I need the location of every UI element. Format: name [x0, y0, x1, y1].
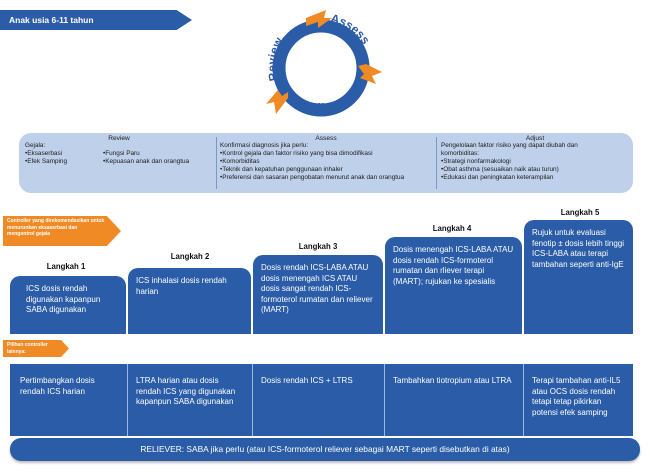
- alt-option-3: Dosis rendah ICS + LTRS: [261, 376, 353, 385]
- assess-item: Preferensi dan sasaran pengobatan menuru…: [220, 174, 432, 182]
- alt-option-2: LTRA harian atau dosis rendah ICS yang d…: [136, 376, 236, 406]
- divider: [436, 137, 437, 189]
- assess-item: Komorbiditas: [220, 158, 432, 166]
- review-assess-adjust-panel: Review Gejala: Eksaserbasi Efek Samping …: [19, 133, 633, 193]
- review-item: Efek Samping: [25, 158, 103, 166]
- review-section: Review Gejala: Eksaserbasi Efek Samping …: [25, 133, 213, 193]
- cycle-adjust-label: Adjust: [305, 101, 342, 115]
- assess-title: Assess: [315, 135, 337, 142]
- arrow-right-icon: [358, 64, 382, 84]
- step-5-box: Rujuk untuk evaluasi fenotip ± dosis leb…: [524, 220, 633, 334]
- arrow-top-icon: [306, 10, 332, 28]
- adjust-item: Strategi nonfarmakologi: [441, 158, 629, 166]
- divider: [252, 364, 253, 436]
- step-1-box: ICS dosis rendah digunakan kapanpun SABA…: [10, 276, 126, 334]
- assess-intro: Konfirmasi diagnosis jika perlu:: [220, 142, 309, 149]
- assess-item: Kontrol gejala dan faktor risiko yang bi…: [220, 150, 432, 158]
- review-list-2: Fungsi Paru Kepuasan anak dan orangtua: [103, 150, 189, 166]
- divider: [384, 364, 385, 436]
- alternative-controllers-band: [10, 364, 633, 436]
- step-title: Langkah 1: [46, 262, 86, 271]
- other-controller-label: Pilihan controller lainnya:: [3, 340, 69, 357]
- step-2-box: ICS inhalasi dosis rendah harian: [128, 268, 251, 334]
- review-list-1: Eksaserbasi Efek Samping: [25, 150, 103, 166]
- adjust-title: Adjust: [525, 135, 545, 142]
- alt-option-1: Pertimbangkan dosis rendah ICS harian: [20, 376, 95, 396]
- assess-section: Assess Konfirmasi diagnosis jika perlu: …: [220, 133, 432, 193]
- assess-item: Teknik dan kepatuhan penggunaan inhaler: [220, 166, 432, 174]
- review-item: Kepuasan anak dan orangtua: [103, 158, 189, 166]
- review-intro: Gejala:: [25, 142, 46, 149]
- adjust-intro: Pengelolaan faktor risiko yang dapat diu…: [441, 142, 578, 149]
- review-item: Eksaserbasi: [25, 150, 103, 158]
- step-title: Langkah 3: [298, 242, 338, 251]
- reliever-bar: RELIEVER: SABA jika perlu (atau ICS-form…: [10, 438, 640, 461]
- cycle-center: [288, 35, 354, 101]
- divider: [523, 364, 524, 436]
- age-banner: Anak usia 6-11 tahun: [0, 10, 192, 30]
- assess-list: Kontrol gejala dan faktor risiko yang bi…: [220, 150, 432, 182]
- review-title: Review: [108, 135, 130, 142]
- step-title: Langkah 2: [170, 252, 210, 261]
- controller-label: Controller yang direkomendasikan untuk m…: [3, 216, 121, 246]
- step-4-box: Dosis menengah ICS-LABA ATAU dosis renda…: [385, 237, 522, 334]
- alt-option-4: Tambahkan tiotropium atau LTRA: [393, 376, 512, 385]
- assess-adjust-review-cycle: Assess Review Adjust: [265, 10, 382, 117]
- adjust-item: Obat asthma (sesuaikan naik atau turun): [441, 166, 629, 174]
- adjust-item: Edukasi dan peningkatan keterampilan: [441, 174, 629, 182]
- review-item: Fungsi Paru: [103, 150, 189, 158]
- step-title: Langkah 4: [432, 224, 472, 233]
- step-title: Langkah 5: [560, 208, 600, 217]
- arrow-left-icon: [266, 90, 288, 114]
- adjust-intro: komorbiditas:: [441, 150, 480, 157]
- alt-option-5: Terapi tambahan anti-IL5 atau OCS dosis …: [532, 376, 621, 417]
- adjust-section: Adjust Pengelolaan faktor risiko yang da…: [441, 133, 629, 193]
- divider: [216, 137, 217, 189]
- step-3-box: Dosis rendah ICS-LABA ATAU dosis menenga…: [253, 255, 383, 334]
- adjust-list: Strategi nonfarmakologi Obat asthma (ses…: [441, 158, 629, 182]
- divider: [127, 364, 128, 436]
